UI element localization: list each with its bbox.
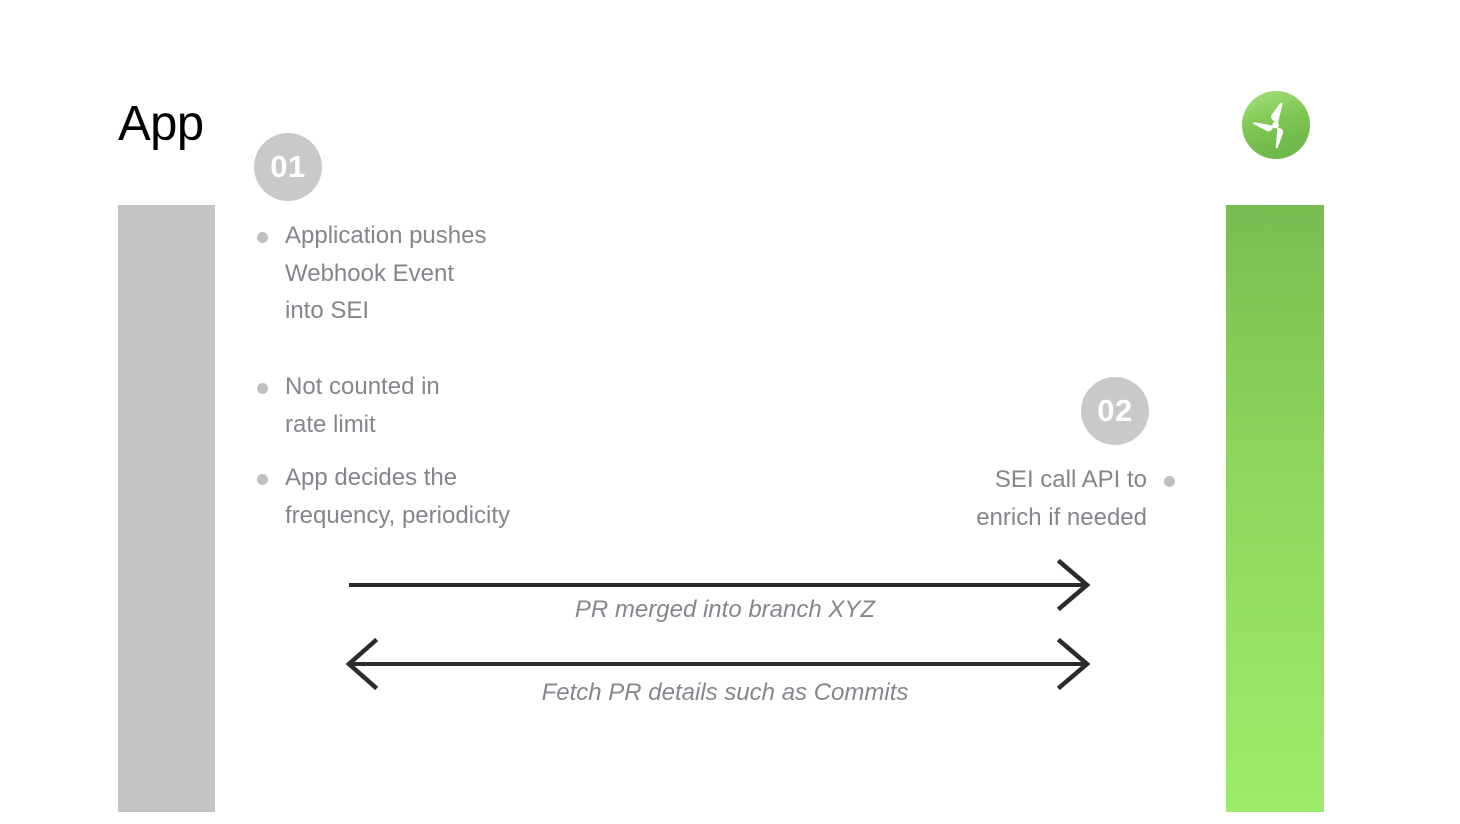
bullet-dot-icon bbox=[257, 474, 268, 485]
arrow-label-pr-merged: PR merged into branch XYZ bbox=[574, 596, 876, 623]
bullet-line: App decides the bbox=[285, 464, 458, 491]
list-item: Not counted in rate limit bbox=[252, 368, 592, 443]
bullet-line: frequency, periodicity bbox=[285, 501, 510, 529]
arrow-label-fetch-pr-details: Fetch PR details such as Commits bbox=[541, 679, 909, 706]
list-item: SEI call API to enrich if needed bbox=[820, 461, 1180, 536]
bullet-line: into SEI bbox=[285, 297, 370, 324]
bullet-line: Not counted in bbox=[285, 373, 440, 400]
bullet-line: Application pushes bbox=[285, 222, 487, 249]
arrow-pr-merged bbox=[349, 558, 1091, 612]
step-badge-01: 01 bbox=[254, 133, 322, 201]
bullet-group-sei-1: SEI call API to enrich if needed bbox=[820, 461, 1180, 536]
page-title: App bbox=[118, 97, 204, 151]
bullet-line: SEI call API to bbox=[994, 466, 1147, 493]
bullet-dot-icon bbox=[257, 232, 268, 243]
bullet-line: rate limit bbox=[285, 410, 376, 438]
bullet-group-app-1: Application pushes Webhook Event into SE… bbox=[252, 217, 592, 330]
step-badge-02: 02 bbox=[1081, 377, 1149, 445]
arrow-fetch-pr-details bbox=[345, 637, 1091, 691]
bullet-group-app-2: Not counted in rate limit bbox=[252, 368, 592, 443]
bullet-line: Webhook Event bbox=[285, 259, 454, 287]
sei-lane-bar bbox=[1226, 205, 1324, 812]
message-arrows bbox=[345, 558, 1091, 691]
bullet-dot-icon bbox=[257, 383, 268, 394]
list-item: Application pushes Webhook Event into SE… bbox=[252, 217, 592, 330]
bullet-line: enrich if needed bbox=[976, 503, 1147, 531]
app-lane-bar bbox=[118, 205, 215, 812]
list-item: App decides the frequency, periodicity bbox=[252, 459, 612, 534]
bullet-dot-icon bbox=[1164, 476, 1175, 487]
bullet-group-app-3: App decides the frequency, periodicity bbox=[252, 459, 612, 534]
sei-propeller-logo bbox=[1241, 90, 1311, 160]
